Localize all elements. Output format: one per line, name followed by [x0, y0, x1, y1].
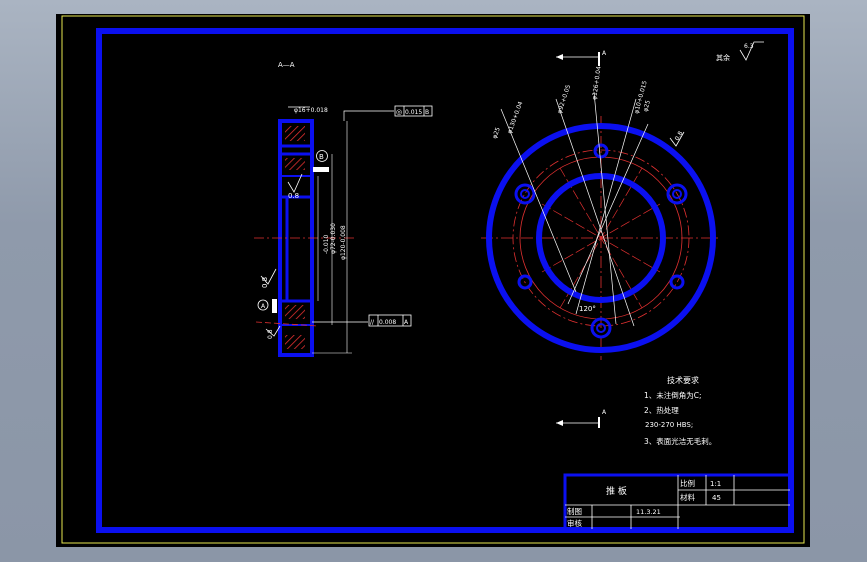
front-view	[481, 116, 721, 360]
part-name: 推 板	[606, 485, 627, 497]
material-label: 材料	[680, 492, 695, 502]
leader-line	[500, 108, 577, 293]
bolt-hole-inner	[596, 323, 606, 333]
dim-2: φ92+0.05	[556, 84, 572, 115]
view-label: A—A	[278, 61, 295, 69]
datum-a: A	[261, 303, 266, 310]
bolt-hole-inner	[520, 189, 530, 199]
datum-a-marker	[272, 299, 277, 313]
leader-line	[575, 98, 637, 315]
dim-1: φ130+0.04	[506, 100, 524, 134]
radial-centerline	[559, 167, 643, 309]
tol-datum-bottom: A	[404, 319, 409, 326]
bolt-hole	[590, 317, 612, 339]
datum-b: B	[319, 153, 324, 161]
datum-a-circle	[257, 299, 269, 311]
arrowhead	[556, 54, 563, 60]
roughness-1: 0.8	[288, 192, 299, 200]
bolt-hole-inner	[672, 189, 682, 199]
tol-symbol-bottom: //	[370, 319, 375, 326]
angle-label: 120°	[579, 305, 596, 313]
material-value: 45	[712, 494, 721, 502]
dim-inner-upper: -0.010	[323, 234, 330, 254]
roughness-symbol	[287, 173, 303, 193]
check-label: 审核	[567, 518, 582, 528]
outer-sheet-frame	[61, 15, 805, 544]
hatch-region-top	[285, 126, 305, 141]
drawing-sheet: A—A φ16+0.018 ◎ 0.015 B B 0.8 -0.010	[56, 14, 810, 547]
leader-line	[567, 123, 649, 305]
leader-tol-top	[343, 110, 394, 121]
leader-line	[555, 98, 635, 327]
bolt-hole	[514, 183, 536, 205]
hatch-region-3	[285, 305, 305, 319]
dim-6: φ25	[642, 99, 652, 112]
bolt-hole	[593, 143, 609, 159]
tol-datum-top: B	[425, 109, 429, 116]
roughness-symbol	[669, 131, 685, 147]
roughness-corner-label: 其余	[716, 53, 730, 62]
tol-value-bottom: 0.008	[379, 319, 396, 326]
section-mark-bottom: A	[602, 409, 607, 416]
dim-top: φ16+0.018	[294, 107, 328, 114]
datum-b-circle	[316, 150, 328, 162]
inner-bore-circle	[536, 173, 666, 303]
bolt-circle	[512, 149, 690, 327]
datum-b-marker	[313, 167, 329, 172]
drawing-border	[96, 28, 794, 533]
leader-line	[593, 91, 617, 325]
tol-symbol-top: ◎	[396, 108, 402, 116]
drawn-date: 11.3.21	[636, 508, 661, 516]
tech-req-item: 1、未注倒角为C;	[644, 390, 702, 400]
centerline-hole	[255, 321, 319, 327]
hatch-region-bottom	[285, 335, 305, 349]
hatch-region-2	[285, 158, 305, 170]
bolt-hole	[517, 274, 533, 290]
bolt-hole	[666, 183, 688, 205]
roughness-right: 0.8	[674, 130, 685, 142]
scale-label: 比例	[680, 478, 695, 488]
dim-inner: φ72-0.030	[330, 223, 337, 254]
tech-req-item: 3、表面光洁无毛刺。	[644, 436, 716, 446]
arrowhead	[556, 420, 563, 426]
section-mark-top: A	[602, 50, 607, 57]
section-view	[254, 119, 356, 357]
cad-drawing: A—A φ16+0.018 ◎ 0.015 B B 0.8 -0.010	[61, 15, 805, 544]
roughness-2: 0.8	[261, 277, 269, 288]
roughness-corner-value: 6.3	[744, 43, 754, 50]
tolerance-frame-top	[394, 105, 433, 117]
dim-outer: φ120-0.008	[340, 225, 347, 260]
tolerance-frame-bottom	[368, 314, 412, 327]
roughness-symbol	[265, 325, 281, 337]
roughness-3: 0.8	[267, 329, 274, 339]
scale-value: 1:1	[710, 480, 721, 488]
roughness-symbol	[260, 268, 277, 285]
bolt-hole	[669, 274, 685, 290]
roughness-corner-symbol	[739, 41, 764, 61]
title-block: 推 板 比例 1:1 材料 45 制图 11.3.21 审核	[563, 473, 792, 531]
title-block-frame	[563, 473, 792, 531]
tol-value-top: 0.015	[405, 109, 422, 116]
tech-req-item: 230-270 HBS;	[645, 421, 693, 429]
tech-req-title: 技术要求	[667, 375, 699, 385]
tech-req-item: 2、热处理	[644, 405, 679, 415]
outer-flange-circle	[486, 123, 716, 353]
dim-3: φ126+0.04	[591, 66, 603, 101]
drawn-label: 制图	[567, 506, 582, 516]
dim-5: φ25	[491, 126, 502, 139]
